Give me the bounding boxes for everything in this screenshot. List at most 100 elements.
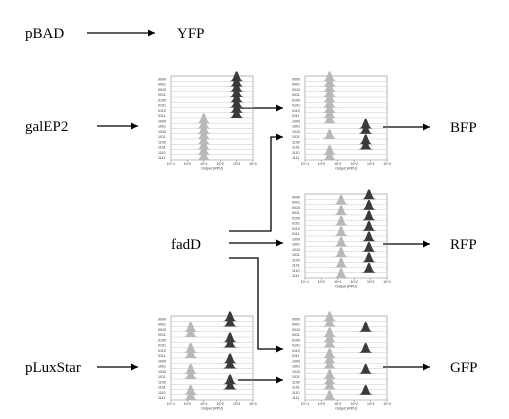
histogram-peak [320, 144, 339, 155]
histogram-panel-gfp: 0000000100100011010001010110011110001001… [292, 311, 391, 411]
histogram-peak [320, 379, 339, 390]
x-tick-label: 10^2 [217, 402, 224, 406]
row-label: 1100 [158, 380, 166, 384]
histogram-peak [356, 342, 375, 353]
histogram-panel-bfp: 0000000100100011010001010110011110001001… [292, 71, 391, 171]
histogram-peak [320, 374, 339, 385]
row-label: 1010 [292, 370, 300, 374]
histogram-peak [194, 118, 214, 129]
row-label: 0111 [158, 354, 165, 358]
x-tick-label: 10^1 [200, 162, 207, 166]
x-tick-label: 10^0 [318, 402, 325, 406]
histogram-peak [320, 150, 339, 160]
histogram-peak [220, 374, 240, 385]
node-fadd: fadD [171, 237, 201, 253]
histogram-peak [359, 210, 379, 221]
x-tick-label: 10^1 [334, 402, 341, 406]
histogram-peak [320, 102, 339, 113]
row-label: 1110 [292, 391, 299, 395]
x-tick-label: 10^1 [334, 162, 341, 166]
row-label: 1001 [292, 243, 300, 247]
histogram-peak [181, 369, 200, 379]
histogram-peak [320, 327, 339, 337]
row-label: 1100 [158, 140, 166, 144]
row-label: 0000 [158, 317, 166, 321]
histogram-peak [194, 139, 214, 150]
row-label: 1011 [292, 253, 300, 257]
histogram-peak [194, 123, 214, 134]
histogram-peak [194, 129, 214, 139]
row-label: 0000 [292, 195, 300, 199]
wires [87, 29, 430, 384]
histogram-peak [227, 108, 246, 118]
x-tick-label: 10^2 [351, 162, 358, 166]
row-label: 1111 [292, 396, 299, 400]
row-label: 0111 [292, 354, 299, 358]
x-tick-label: 10^-1 [167, 162, 175, 166]
arrow-fadd-to-bfp [229, 133, 283, 232]
histogram-peak [331, 268, 351, 278]
histogram-peak [181, 342, 200, 353]
row-label: 0100 [292, 98, 300, 102]
histogram-peak [194, 144, 214, 155]
x-tick-label: 10^3 [233, 162, 240, 166]
histogram-peak [320, 92, 339, 103]
x-tick-label: 10^2 [217, 162, 224, 166]
histogram-peak [320, 311, 339, 322]
row-label: 1001 [292, 365, 300, 369]
x-tick-label: 10^0 [318, 280, 325, 284]
row-label: 1101 [292, 264, 300, 268]
x-tick-label: 10^0 [184, 402, 191, 406]
histogram-peak [227, 92, 246, 103]
histogram-peak [331, 257, 351, 268]
row-label: 1101 [158, 146, 166, 150]
histogram-peak [194, 134, 214, 145]
row-label: 1110 [292, 269, 299, 273]
row-label: 0010 [158, 328, 166, 332]
histogram-peak [227, 81, 246, 92]
row-label: 1010 [158, 130, 166, 134]
histogram-peak [331, 205, 351, 215]
row-label: 1001 [158, 125, 166, 129]
node-pluxstar: pLuxStar [25, 360, 81, 376]
x-tick-label: 10^-1 [301, 402, 309, 406]
row-label: 0001 [292, 201, 300, 205]
x-tick-label: 10^3 [367, 402, 374, 406]
row-label: 1000 [292, 359, 300, 363]
histogram-peak [331, 194, 351, 205]
row-label: 1100 [292, 140, 300, 144]
x-axis-label: Output (RPU) [201, 167, 223, 171]
row-label: 1000 [158, 119, 166, 123]
histogram-peak [220, 353, 240, 364]
row-label: 0010 [292, 328, 300, 332]
histogram-peak [181, 384, 200, 395]
row-label: 1011 [292, 135, 300, 139]
histogram-peak [320, 81, 339, 92]
row-label: 0111 [292, 232, 299, 236]
histogram-peak [181, 363, 200, 374]
histogram-peak [320, 76, 339, 87]
histogram-peak [194, 113, 214, 124]
row-label: 0010 [292, 88, 300, 92]
row-label: 0011 [292, 93, 300, 97]
row-label: 0101 [292, 222, 300, 226]
histogram-peak [320, 337, 339, 348]
histogram-peak [320, 87, 339, 97]
row-label: 0001 [292, 323, 300, 327]
row-label: 1111 [158, 156, 165, 160]
x-tick-label: 10^4 [383, 162, 390, 166]
x-tick-label: 10^0 [184, 162, 191, 166]
histogram-peak [356, 321, 375, 332]
row-label: 0010 [158, 88, 166, 92]
histogram-peak [320, 316, 339, 327]
x-axis-label: Output (RPU) [335, 167, 357, 171]
histogram-peak [359, 252, 379, 263]
histogram-peak [359, 231, 379, 242]
histogram-peak [320, 71, 339, 82]
histogram-peak [320, 113, 339, 124]
histogram-peak [227, 102, 246, 113]
histogram-peak [356, 363, 375, 374]
row-label: 0011 [292, 333, 300, 337]
histogram-peak [227, 76, 246, 87]
